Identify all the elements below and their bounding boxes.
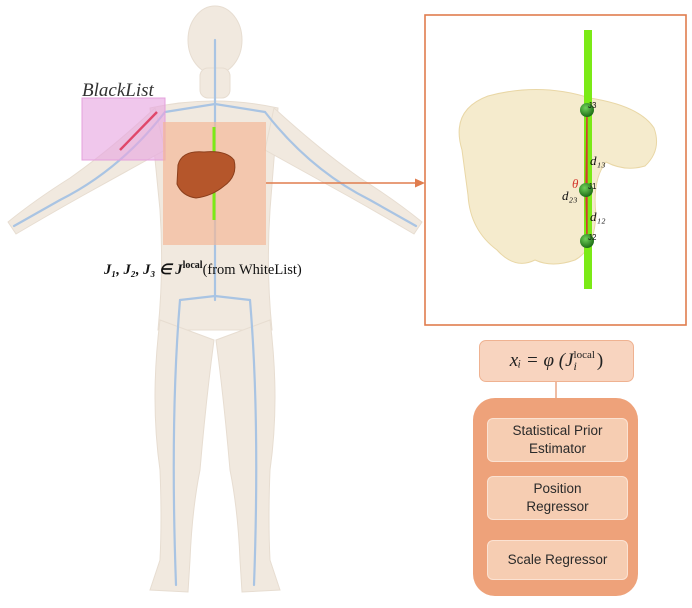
- joint-set: J₁, J₂, J₃: [104, 262, 155, 278]
- blacklist-label: BlackList: [82, 80, 154, 102]
- connector-arrow-head: [415, 179, 425, 188]
- scale-regressor-box: Scale Regressor: [487, 540, 628, 580]
- joint-label-j3: J3: [588, 101, 597, 110]
- joint-label-j1: J1: [588, 182, 597, 191]
- blacklist-region: [82, 98, 165, 160]
- joint-caption: J₁, J₂, J₃ ∈ Jlocal(from WhiteList): [104, 260, 302, 279]
- formula-lhs: xᵢ = φ (J: [510, 350, 574, 372]
- left-leg: [150, 320, 214, 592]
- formula-rhs: ): [597, 350, 603, 372]
- joint-source: (from WhiteList): [203, 262, 302, 278]
- joint-superscript: local: [183, 260, 203, 271]
- distance-label-d13: d₁₃: [590, 153, 606, 168]
- joint-label-j2: J2: [588, 233, 597, 242]
- formula-sub: i: [574, 361, 595, 372]
- statistical-prior-estimator-box: Statistical Prior Estimator: [487, 418, 628, 462]
- joint-membership: ∈ J: [155, 262, 182, 278]
- distance-label-d12: d₁₂: [590, 209, 606, 224]
- right-leg: [216, 320, 280, 592]
- position-regressor-box: Position Regressor: [487, 476, 628, 520]
- angle-label: θ: [572, 176, 579, 191]
- joint-triangle: [586, 110, 587, 241]
